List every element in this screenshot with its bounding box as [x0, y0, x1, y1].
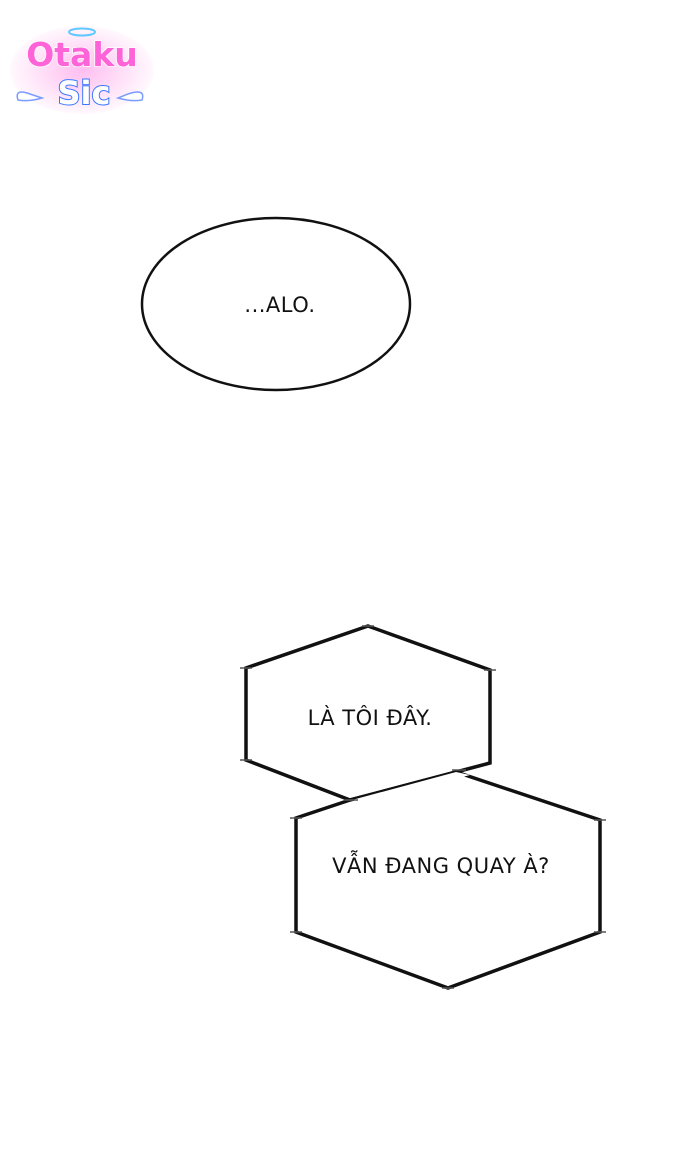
watermark-logo: Otaku Sic	[10, 26, 154, 114]
bubble-merge-fill	[352, 772, 470, 803]
logo-line-1: Otaku	[26, 35, 138, 74]
speech-bubble-hexagon-2	[294, 770, 602, 990]
bubble-text-la-toi-day: LÀ TÔI ĐÂY.	[307, 706, 433, 730]
right-wing-icon	[115, 91, 144, 102]
halo-icon	[68, 27, 96, 37]
bubble-text-alo: ...ALO.	[244, 293, 316, 317]
left-wing-icon	[16, 91, 45, 102]
bubble-text-van-dang-quay: VẪN ĐANG QUAY À?	[332, 854, 550, 878]
logo-line-2: Sic	[58, 74, 111, 112]
logo-glow	[10, 26, 154, 114]
speech-bubble-oval	[140, 216, 412, 392]
corner-ticks	[240, 625, 606, 989]
